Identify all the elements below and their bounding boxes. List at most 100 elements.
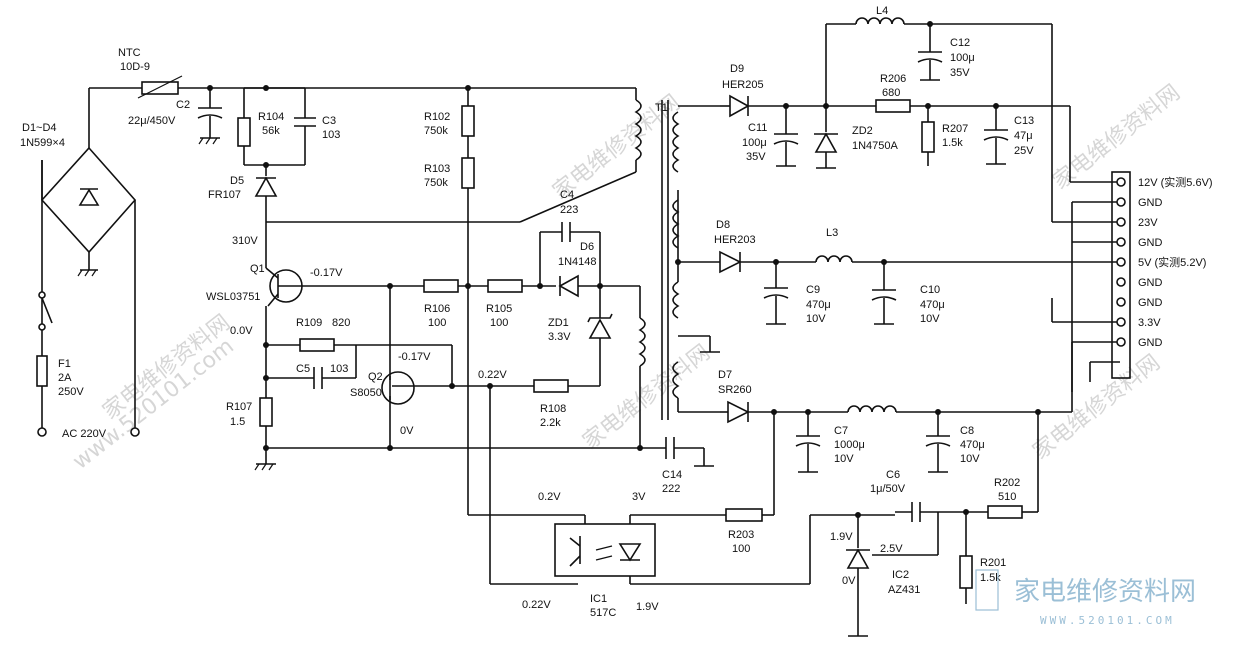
ntc-value: 10D-9	[120, 61, 150, 73]
q1-value: WSL03751	[206, 291, 260, 303]
c7-voltage: 10V	[834, 453, 854, 465]
connector-pin	[1116, 177, 1126, 187]
connector-pin	[1116, 197, 1126, 207]
c3-value: 103	[322, 129, 340, 141]
d5-ref: D5	[230, 175, 244, 187]
ic1-ref: IC1	[590, 593, 607, 605]
ic2-ref: IC2	[892, 569, 909, 581]
diode-d8	[719, 250, 742, 274]
r203-value: 100	[732, 543, 750, 555]
watermark-url: www.520101.com	[68, 334, 239, 475]
ic2-shunt-regulator	[846, 548, 870, 569]
r206-ref: R206	[880, 73, 906, 85]
resistor-r109	[299, 338, 335, 352]
bridge-diode-symbol	[78, 188, 100, 206]
resistor-r104	[237, 117, 251, 147]
switch-terminal	[38, 291, 46, 299]
d6-value: 1N4148	[558, 256, 597, 268]
connector-pin	[1116, 217, 1126, 227]
c9-ref: C9	[806, 284, 820, 296]
r103-ref: R103	[424, 163, 450, 175]
bridge-ref: D1~D4	[22, 122, 57, 134]
logo-text: 家电维修资料网	[1014, 577, 1196, 607]
ac-label: AC 220V	[62, 428, 107, 440]
ntc-thermistor	[141, 81, 179, 95]
zener-zd1	[588, 318, 612, 339]
connector-pin-label: 3.3V	[1138, 317, 1161, 329]
r107-ref: R107	[226, 401, 252, 413]
c3-ref: C3	[322, 115, 336, 127]
optocoupler-section: 0.2V 3V 0.22V IC1 517C 1.9V R203 100	[468, 386, 895, 619]
c14-ref: C14	[662, 469, 682, 481]
zener-zd2	[814, 132, 838, 153]
d7-value: SR260	[718, 384, 752, 396]
secondary-section: D9 HER205 C11 100μ 35V ZD2 1N4750A L4	[672, 5, 1120, 637]
resistor-r201	[959, 555, 973, 589]
c2-value: 22μ/450V	[128, 115, 176, 127]
r104-ref: R104	[258, 111, 284, 123]
diode-d7	[727, 400, 750, 424]
zd2-value: 1N4750A	[852, 140, 899, 152]
connector-pin-label: 12V (实测5.6V)	[1138, 175, 1213, 189]
d9-value: HER205	[722, 79, 764, 91]
q1-emitter-voltage: 0.0V	[230, 325, 253, 337]
resistor-r106	[423, 279, 459, 293]
resistor-r103	[461, 157, 475, 189]
connector-pin-label: GND	[1138, 197, 1163, 209]
r109-ref: R109	[296, 317, 322, 329]
ic1-optocoupler	[554, 523, 656, 577]
c4-ref: C4	[560, 189, 574, 201]
r202-ref: R202	[994, 477, 1020, 489]
r108-value: 2.2k	[540, 417, 561, 429]
r108-ref: R108	[540, 403, 566, 415]
resistor-r107	[259, 397, 273, 427]
connector-pin	[1116, 257, 1126, 267]
switching-section: Q1 WSL03751 -0.17V 0.0V R106 100 R105 10…	[206, 189, 714, 495]
c13-ref: C13	[1014, 115, 1034, 127]
diode-d5	[254, 176, 278, 197]
c2-ref: C2	[176, 99, 190, 111]
switch-terminal	[38, 323, 46, 331]
d5-value: FR107	[208, 189, 241, 201]
connector-pin-label: GND	[1138, 337, 1163, 349]
transformer-primary: T1	[266, 88, 669, 446]
d7-ref: D7	[718, 369, 732, 381]
r105-ref: R105	[486, 303, 512, 315]
c8-voltage: 10V	[960, 453, 980, 465]
fuse-f1	[36, 355, 48, 387]
zd2-ref: ZD2	[852, 125, 873, 137]
c9-value: 470μ	[806, 299, 831, 311]
primary-rail: NTC 10D-9 C2 22μ/450V R104 56k C3 103 D5…	[89, 47, 636, 515]
c12-value: 100μ	[950, 52, 975, 64]
resistor-r203	[725, 508, 763, 522]
c12-ref: C12	[950, 37, 970, 49]
c4-value: 223	[560, 204, 578, 216]
ic2-cathode-voltage: 1.9V	[830, 531, 853, 543]
inductor-l3	[815, 255, 853, 263]
c5-ref: C5	[296, 363, 310, 375]
c9-voltage: 10V	[806, 313, 826, 325]
connector-pin-label: 5V (实测5.2V)	[1138, 255, 1206, 269]
r109-value: 820	[332, 317, 350, 329]
r104-value: 56k	[262, 125, 280, 137]
resistor-r108	[533, 379, 569, 393]
c8-value: 470μ	[960, 439, 985, 451]
resistor-r102	[461, 105, 475, 137]
opto-collector-voltage: 0.2V	[538, 491, 561, 503]
opto-led-symbol	[618, 543, 642, 562]
d6-ref: D6	[580, 241, 594, 253]
r102-value: 750k	[424, 125, 448, 137]
fuse-voltage: 250V	[58, 386, 84, 398]
r203-ref: R203	[728, 529, 754, 541]
c7-ref: C7	[834, 425, 848, 437]
connector-pin	[1116, 237, 1126, 247]
c7-value: 1000μ	[834, 439, 865, 451]
ntc-ref: NTC	[118, 47, 141, 59]
r102-ref: R102	[424, 111, 450, 123]
ac-input-section: D1~D4 1N599×4 F1 2A 250V AC 220V	[20, 88, 140, 440]
connector-pin-label: GND	[1138, 277, 1163, 289]
d9-ref: D9	[730, 63, 744, 75]
connector-pin	[1116, 337, 1126, 347]
